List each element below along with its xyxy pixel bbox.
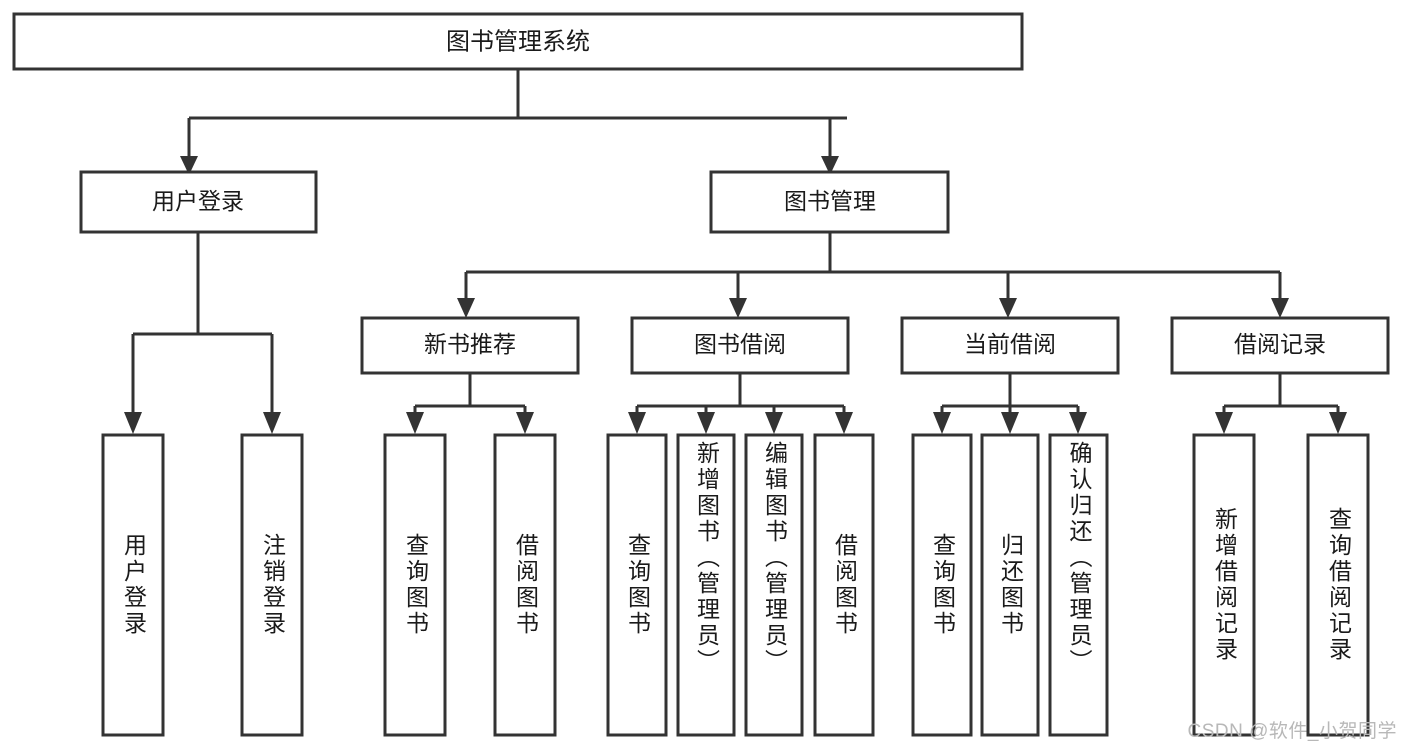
node-root-label: 图书管理系统 (446, 28, 590, 55)
leaf-box-return-book[interactable] (980, 433, 1040, 737)
connector-borrow-record-to-leaves (1215, 373, 1347, 434)
connector-user-login-to-leaves (124, 232, 281, 434)
node-root[interactable]: 图书管理系统 (12, 12, 1024, 71)
node-book-management-label: 图书管理 (784, 188, 876, 214)
node-book-borrow[interactable]: 图书借阅 (630, 316, 850, 375)
connector-book-mgmt-to-level3 (457, 232, 1289, 318)
leaf-box-query-book-current[interactable] (911, 433, 973, 737)
leaf-box-borrow-book-newbook[interactable] (493, 433, 557, 737)
node-current-borrow-label: 当前借阅 (964, 331, 1056, 357)
leaf-box-query-book-newbook[interactable] (383, 433, 447, 737)
node-borrow-record-label: 借阅记录 (1234, 331, 1326, 357)
leaf-box-add-book-admin[interactable] (676, 433, 736, 737)
node-new-book-recommend[interactable]: 新书推荐 (360, 316, 580, 375)
leaf-box-edit-book-admin[interactable] (744, 433, 804, 737)
node-book-borrow-label: 图书借阅 (694, 331, 786, 357)
node-current-borrow[interactable]: 当前借阅 (900, 316, 1120, 375)
node-book-management[interactable]: 图书管理 (709, 170, 950, 234)
connector-current-borrow-to-leaves (933, 373, 1087, 434)
node-borrow-record[interactable]: 借阅记录 (1170, 316, 1390, 375)
leaf-box-query-borrow-record[interactable] (1306, 433, 1370, 737)
node-new-book-recommend-label: 新书推荐 (424, 331, 516, 357)
node-user-login-label: 用户登录 (152, 188, 244, 214)
connector-book-borrow-to-leaves (628, 373, 853, 434)
connector-root-to-level2 (180, 69, 847, 175)
leaf-box-user-login[interactable] (101, 433, 165, 737)
leaf-box-confirm-return-admin[interactable] (1048, 433, 1109, 737)
leaf-box-query-book-borrow[interactable] (606, 433, 668, 737)
connector-new-book-to-leaves (406, 373, 534, 434)
leaf-box-borrow-book[interactable] (813, 433, 875, 737)
node-user-login[interactable]: 用户登录 (79, 170, 318, 234)
leaf-box-logout[interactable] (240, 433, 304, 737)
leaf-box-add-borrow-record[interactable] (1192, 433, 1256, 737)
